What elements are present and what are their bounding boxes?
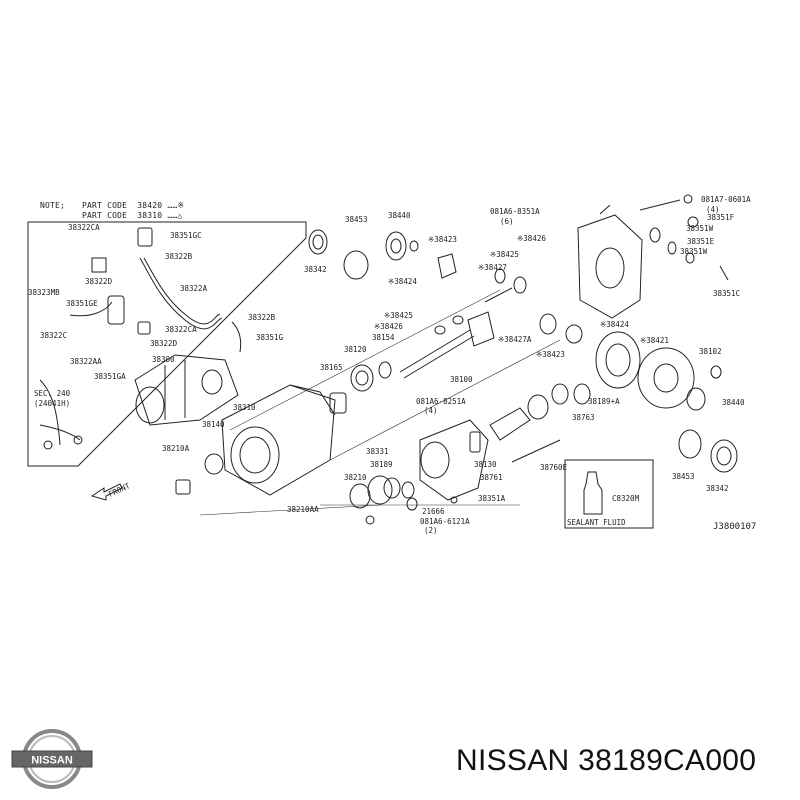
part-label-38323mb: 38323MB [28, 288, 60, 297]
part-label-38425a: ※38425 [490, 250, 519, 259]
note-line1-code: 38420 [137, 201, 163, 210]
part-label-38100: 38100 [450, 375, 473, 384]
part-label-38322d: 38322D [85, 277, 113, 286]
part-label-081a68251a: 081A6-8251A [416, 397, 466, 406]
note-line1-label: PART CODE [82, 201, 128, 210]
part-label-38300: 38300 [152, 355, 175, 364]
part-label-081a66121aq: (2) [424, 526, 438, 535]
note-line-2: PART CODE 38310 ……△ [82, 211, 182, 220]
part-label-38322d2: 38322D [150, 339, 178, 348]
part-label-38440a: 38440 [388, 211, 411, 220]
part-label-38331: 38331 [366, 447, 389, 456]
note-line2-label: PART CODE [82, 211, 128, 220]
part-label-c8320m: C8320M [612, 494, 640, 503]
part-label-38426b: ※38426 [374, 322, 403, 331]
part-label-38351ge: 38351GE [66, 299, 98, 308]
part-number-caption: NISSAN 38189CA000 [456, 744, 757, 777]
part-label-38322ca: 38322CA [68, 223, 100, 232]
part-label-38165: 38165 [320, 363, 343, 372]
part-label-38760e: 38760E [540, 463, 568, 472]
part-label-38102: 38102 [699, 347, 722, 356]
part-label-38140: 38140 [202, 420, 225, 429]
part-label-38342a: 38342 [304, 265, 327, 274]
part-label-38310: 38310 [233, 403, 256, 412]
part-label-38423a: ※38423 [428, 235, 457, 244]
part-label-081a70601aq: (4) [706, 205, 720, 214]
gear-carrier-upper [577, 194, 729, 319]
part-label-front: FRONT [107, 481, 132, 499]
part-label-38322a: 38322A [180, 284, 208, 293]
part-label-081a68351a: 081A6-8351A [490, 207, 540, 216]
part-label-081a70601a: 081A7-0601A [701, 195, 751, 204]
part-label-081a68251aq: (4) [424, 406, 438, 415]
part-label-081a66121a: 081A6-6121A [420, 517, 470, 526]
note-line2-code: 38310 [137, 211, 163, 220]
inset-frame [27, 221, 307, 467]
part-label-38426a: ※38426 [517, 234, 546, 243]
diagram-code: J3800107 [713, 522, 757, 532]
part-label-38427a: ※38427 [478, 263, 507, 272]
side-seals-right [678, 429, 738, 473]
part-label-38763: 38763 [572, 413, 595, 422]
part-label-38351w2: 38351W [680, 247, 708, 256]
note-prefix: NOTE; [40, 201, 66, 210]
part-label-38351gc: 38351GC [170, 231, 202, 240]
ring-gear-diff-case [595, 331, 722, 411]
part-label-layer: 38322CA 38351GC 38322B 38322D 38322A 38323MB 3… [28, 195, 751, 535]
part-label-38130: 38130 [474, 460, 497, 469]
part-label-38189a: 38189+A [588, 397, 620, 406]
part-label-38440b: 38440 [722, 398, 745, 407]
lower-flange-parts [175, 453, 458, 525]
part-label-38351ga: 38351GA [94, 372, 126, 381]
part-label-38322b: 38322B [165, 252, 193, 261]
breather-hose-assembly [39, 227, 242, 450]
part-label-38424b: ※38424 [600, 320, 629, 329]
part-label-38425b: ※38425 [384, 311, 413, 320]
front-cover-side-output [419, 383, 591, 501]
part-label-081a68351aq: (6) [500, 217, 514, 226]
part-label-38423b: ※38423 [536, 350, 565, 359]
part-label-sec240b: (24041H) [34, 399, 70, 408]
part-label-21666: 21666 [422, 507, 445, 516]
sealant-fluid-box [564, 459, 654, 529]
part-label-38351c: 38351C [713, 289, 740, 298]
pinion-bearings [484, 268, 583, 344]
seal-rings-top [308, 229, 457, 280]
rear-cover-38310 [221, 384, 336, 496]
part-label-38421: ※38421 [640, 336, 669, 345]
part-label-38210aa: 38210AA [287, 505, 319, 514]
drive-pinion [329, 311, 495, 414]
part-label-38342b: 38342 [706, 484, 729, 493]
part-label-38154: 38154 [372, 333, 395, 342]
logo-wordmark: NISSAN [31, 755, 73, 767]
part-label-38322aa: 38322AA [70, 357, 102, 366]
part-label-38427a: ※38427A [498, 335, 532, 344]
part-label-38424a: ※38424 [388, 277, 417, 286]
part-label-38351a: 38351A [478, 494, 506, 503]
part-label-38322b2: 38322B [248, 313, 276, 322]
nissan-logo: NISSAN [11, 729, 93, 789]
part-label-38351e: 38351E [687, 237, 715, 246]
diff-carrier-inset [134, 354, 239, 426]
part-label-38120: 38120 [344, 345, 367, 354]
part-label-sec240: SEC. 240 [34, 389, 71, 398]
part-label-sealant: SEALANT FLUID [567, 518, 626, 527]
part-label-38453a: 38453 [345, 215, 368, 224]
part-label-38351f: 38351F [707, 213, 735, 222]
part-label-38189: 38189 [370, 460, 393, 469]
part-label-38453b: 38453 [672, 472, 695, 481]
note-line-1: PART CODE 38420 ……※ [82, 201, 184, 210]
part-label-38351g: 38351G [256, 333, 284, 342]
part-label-38761: 38761 [480, 473, 503, 482]
part-label-38210a: 38210A [162, 444, 190, 453]
front-direction-arrow [90, 483, 123, 501]
part-label-38322c: 38322C [40, 331, 67, 340]
part-label-38351w: 38351W [686, 224, 714, 233]
part-label-38322ca2: 38322CA [165, 325, 197, 334]
note-line1-symbol: ……※ [167, 201, 185, 210]
part-label-38210: 38210 [344, 473, 367, 482]
note-line2-symbol: ……△ [167, 211, 183, 220]
